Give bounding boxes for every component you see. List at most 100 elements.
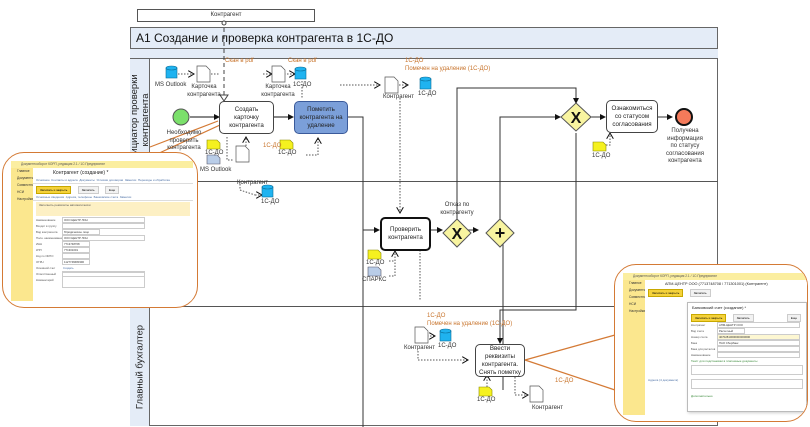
sidebar-item[interactable]: Документы bbox=[17, 176, 34, 180]
subtab[interactable]: Адреса, телефоны bbox=[65, 195, 92, 199]
flow-and-top bbox=[499, 114, 561, 219]
scan-annotation: Скан в pdf bbox=[288, 58, 317, 64]
save-close-button[interactable]: Записать и закрыть bbox=[648, 289, 684, 297]
sidebar-item[interactable]: НСИ bbox=[17, 190, 25, 194]
tab[interactable]: Условия договоров bbox=[96, 178, 124, 182]
tab[interactable]: Основное bbox=[36, 178, 50, 182]
subtab[interactable]: Заметки bbox=[119, 195, 132, 199]
sidebar-item[interactable]: Главное bbox=[17, 169, 30, 173]
save-button[interactable]: Записать bbox=[689, 289, 711, 297]
ms-outlook-label: MS Outlook bbox=[155, 82, 187, 88]
field-input[interactable]: 1127746680390 bbox=[62, 259, 90, 265]
svg-text:X: X bbox=[571, 110, 582, 127]
dialog-toolbar: Записать и закрыть Записать Еще bbox=[688, 312, 806, 322]
form-tabs: Основное Контакты и адреса Документы Усл… bbox=[33, 177, 193, 184]
field-input[interactable]: ООО ЦЕНТР ЛОН bbox=[62, 235, 145, 241]
svg-text:+: + bbox=[495, 223, 506, 243]
task-review-status[interactable]: Ознакомиться со статусом согласования bbox=[606, 100, 658, 133]
save-close-button[interactable]: Записать и закрыть bbox=[36, 186, 72, 194]
db-1cdo-label: 1С-ДО bbox=[261, 199, 280, 205]
sidebar-item[interactable]: Главное bbox=[629, 281, 642, 285]
annotation-1cdo: 1С-ДО bbox=[427, 313, 446, 319]
payment-text-area[interactable] bbox=[691, 365, 803, 375]
form-title: АПМ-ЦЕНТР ООО (7713748708 / 771301001) (… bbox=[665, 282, 768, 286]
card-doc-label: Карточка контрагента bbox=[187, 84, 221, 98]
field-input[interactable] bbox=[62, 253, 90, 259]
sidebar-item[interactable]: Документы bbox=[629, 288, 646, 292]
task-check-counterparty[interactable]: Проверить контрагента bbox=[380, 217, 431, 251]
field-select[interactable]: Расчетный bbox=[717, 328, 745, 334]
field-input[interactable]: АПМ-ЦЕНТР ООО bbox=[717, 322, 800, 328]
counterparty-doc-label: Контрагент bbox=[532, 405, 564, 411]
callout-line bbox=[524, 334, 616, 361]
form-row: Входит в группу bbox=[33, 223, 193, 229]
message-flow-arrow bbox=[219, 94, 229, 102]
sidebar-item[interactable]: Совместная работа bbox=[17, 183, 47, 187]
sidebar-item[interactable]: Совместная работа bbox=[629, 295, 659, 299]
end-event-label: Получена информация по статусу согласова… bbox=[665, 128, 705, 164]
field-input[interactable]: 40702810000000000000 bbox=[717, 334, 800, 340]
comment-textarea[interactable] bbox=[62, 272, 145, 288]
form-subtabs: Основные сведения Адреса, телефоны Банко… bbox=[33, 194, 193, 201]
tab[interactable]: Документы bbox=[79, 178, 95, 182]
message-flow-start bbox=[221, 20, 227, 26]
callout-line bbox=[524, 359, 616, 391]
callout-line bbox=[154, 124, 221, 156]
save-button[interactable]: Записать bbox=[77, 186, 99, 194]
field-input[interactable]: Юридическое лицо bbox=[62, 229, 100, 235]
lane-divider bbox=[130, 181, 718, 182]
form-toolbar: Записать и закрыть Записать bbox=[645, 287, 807, 297]
sidebar-item[interactable]: НСИ bbox=[629, 302, 637, 306]
app-window: Документооборот КОРП, редакция 2.1 / 1С:… bbox=[11, 161, 193, 301]
form-area: АПМ-ЦЕНТР ООО (7713748708 / 771301001) (… bbox=[645, 280, 807, 415]
counterparty-doc-label: Контрагент bbox=[383, 94, 415, 100]
tab[interactable]: Контакты и адреса bbox=[51, 178, 78, 182]
dialog-save-button[interactable]: Записать bbox=[732, 314, 754, 322]
pool-subheader bbox=[130, 49, 718, 59]
field-input[interactable]: 7713748708 bbox=[62, 241, 90, 247]
card-doc-label: Карточка контрагента bbox=[261, 84, 295, 98]
dialog-more-button[interactable]: Еще bbox=[786, 314, 801, 322]
more-button[interactable]: Еще bbox=[105, 186, 120, 194]
exclusive-gateway-top: X bbox=[560, 102, 592, 132]
field-input[interactable] bbox=[717, 346, 800, 352]
subtab[interactable]: Основные сведения bbox=[36, 195, 65, 199]
scan-annotation: Скан в pdf bbox=[225, 58, 254, 64]
task-mark-deletion[interactable]: Пометить контрагента на удаление bbox=[294, 101, 348, 134]
sidebar-item[interactable]: Настройки bbox=[17, 197, 34, 201]
field-input[interactable]: ООО ЦЕНТР ЛОН bbox=[62, 217, 145, 223]
payment-text-area-2[interactable] bbox=[691, 379, 803, 389]
app-sidebar: Главное Документы Совместная работа НСИ … bbox=[11, 168, 47, 301]
field-input[interactable]: ПАО Сбербанк bbox=[717, 340, 800, 346]
sidebar-item[interactable]: Настройки bbox=[629, 309, 646, 313]
end-event bbox=[675, 108, 693, 126]
lane-label-initiator: Инициатор проверки контрагента bbox=[129, 59, 151, 181]
doc-1cdo-label: 1С-ДО bbox=[366, 260, 385, 266]
exclusive-gateway-refusal: X bbox=[442, 218, 472, 248]
task-enter-details[interactable]: Ввести реквизиты контрагента. Снять поме… bbox=[475, 344, 525, 377]
marked-deleted-annotation: Помечен на удаление (1С-ДО) bbox=[405, 66, 491, 72]
annotation-1cdo: 1С-ДО bbox=[405, 58, 424, 64]
subtab[interactable]: Банковские счета bbox=[93, 195, 119, 199]
tab[interactable]: Заметки bbox=[124, 178, 137, 182]
lane-label-chief-accountant: Главный бухгалтер bbox=[130, 307, 150, 426]
task-create-card[interactable]: Создать карточку контрагента bbox=[219, 101, 274, 134]
documents-link[interactable]: Адреса (4 документа) bbox=[648, 378, 679, 382]
field-input[interactable]: 771301001 bbox=[62, 247, 90, 253]
autofill-panel: Заполнить реквизиты автоматически bbox=[36, 202, 190, 216]
dialog-save-close-button[interactable]: Записать и закрыть bbox=[691, 314, 727, 322]
field-input[interactable] bbox=[717, 352, 800, 358]
form-row: Комментарий bbox=[33, 272, 193, 288]
doc-1cdo-label: 1С-ДО bbox=[205, 150, 224, 156]
field-input[interactable] bbox=[62, 223, 145, 229]
start-event bbox=[172, 108, 190, 126]
tab[interactable]: Переходы и обработка bbox=[137, 178, 170, 182]
field-link[interactable]: Создать bbox=[63, 266, 74, 270]
svg-text:X: X bbox=[452, 226, 463, 243]
